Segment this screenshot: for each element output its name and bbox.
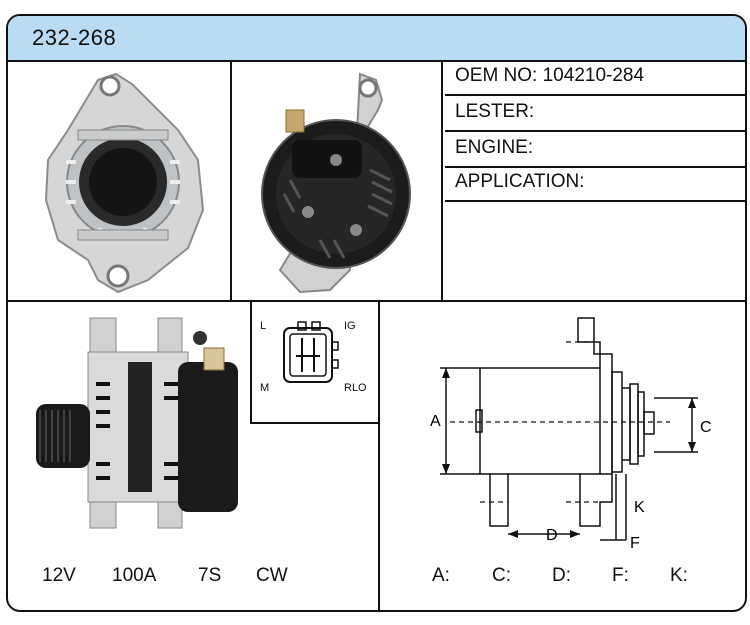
divider — [8, 300, 745, 302]
dim-label-d: D — [546, 527, 558, 544]
info-row-engine: ENGINE: — [445, 132, 745, 168]
info-row-lester: LESTER: — [445, 96, 745, 132]
lester-label: LESTER: — [455, 101, 535, 122]
pin-rlo-label: RLO — [344, 382, 367, 394]
oem-number: OEM NO: 104210-284 — [455, 65, 645, 86]
divider — [230, 60, 232, 302]
connector-diagram: L IG M RLO — [250, 302, 380, 424]
spec-amperage: 100A — [112, 565, 157, 586]
info-row-oem: OEM NO: 104210-284 — [445, 60, 745, 96]
pin-ig-label: IG — [344, 320, 356, 332]
dim-label-k: K — [634, 499, 645, 516]
dimension-c: C: — [492, 565, 511, 586]
connector-plug-icon — [283, 321, 339, 383]
dim-label-c: C — [700, 419, 712, 436]
dimension-a: A: — [432, 565, 450, 586]
info-row-application: APPLICATION: — [445, 166, 745, 202]
part-number: 232-268 — [32, 25, 117, 50]
pin-m-label: M — [260, 382, 270, 394]
dim-label-a: A — [430, 413, 441, 430]
spec-pulley: 7S — [198, 565, 222, 586]
alternator-side-image — [36, 317, 238, 529]
spec-card: 232-268 OEM NO: 104210-284 LESTER: ENGIN… — [6, 14, 747, 612]
alternator-front-image — [44, 72, 205, 294]
alternator-rear-image — [261, 72, 411, 294]
header-bar: 232-268 — [8, 16, 745, 62]
divider — [378, 300, 380, 610]
pin-l-label: L — [260, 320, 267, 332]
application-label: APPLICATION: — [455, 171, 585, 192]
dimension-k: K: — [670, 565, 688, 586]
engine-label: ENGINE: — [455, 137, 534, 158]
dim-label-f: F — [630, 535, 640, 552]
dimension-f: F: — [612, 565, 629, 586]
spec-voltage: 12V — [42, 565, 76, 586]
divider — [441, 60, 443, 302]
dimension-d: D: — [552, 565, 571, 586]
spec-rotation: CW — [256, 565, 288, 586]
dimension-drawing: A C D F K — [430, 317, 712, 552]
